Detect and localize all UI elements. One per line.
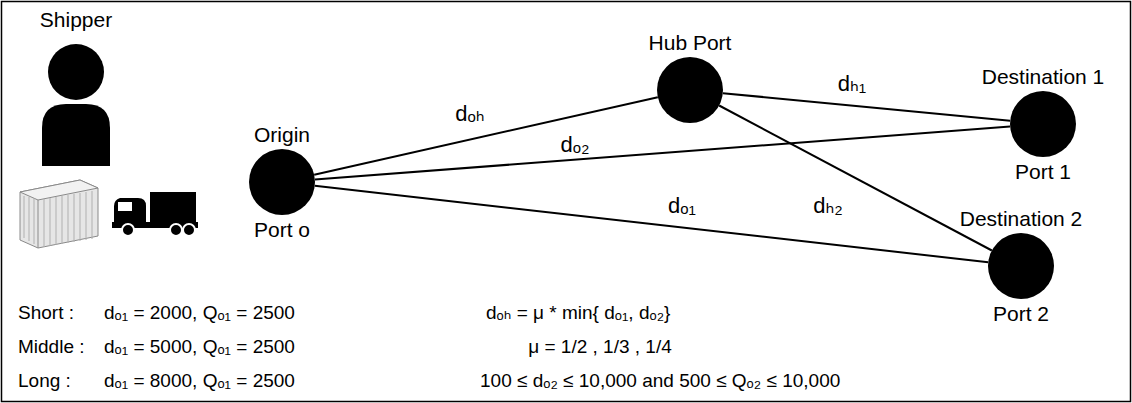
person-body — [42, 104, 110, 166]
port-title: Destination 2 — [960, 207, 1083, 230]
parameter-note: dₒ₁ = 8000, Qₒ₁ = 2500 — [104, 370, 295, 392]
port-title: Hub Port — [649, 31, 732, 54]
distance-label: dₒₕ — [453, 103, 486, 125]
port-circle: OriginPort o — [249, 149, 315, 215]
port-circle: Destination 2Port 2 — [988, 233, 1054, 299]
person-head — [48, 44, 104, 100]
route-stroke — [719, 105, 992, 250]
route-stroke — [314, 97, 658, 174]
port-name: Port o — [254, 218, 310, 241]
route-line — [315, 186, 988, 263]
port-circle: Hub Port — [657, 57, 723, 123]
port-name: Port 2 — [993, 302, 1049, 325]
actor-label: Shipper — [40, 8, 112, 32]
parameter-note: Long : — [18, 370, 71, 392]
parameter-note: Middle : — [18, 336, 85, 358]
route-line — [719, 105, 992, 250]
container-icon — [20, 180, 98, 248]
route-line — [315, 127, 1010, 180]
route-stroke — [723, 93, 1010, 121]
port-title: Origin — [254, 123, 310, 146]
parameter-note: 100 ≤ dₒ₂ ≤ 10,000 and 500 ≤ Qₒ₂ ≤ 10,00… — [480, 370, 840, 392]
parameter-note: dₒₕ = μ * min{ dₒ₁, dₒ₂} — [486, 302, 670, 324]
parameter-note: dₒ₁ = 5000, Qₒ₁ = 2500 — [104, 336, 295, 358]
route-line — [314, 97, 658, 174]
route-stroke — [315, 186, 988, 263]
parameter-note: μ = 1/2 , 1/3 , 1/4 — [528, 336, 672, 358]
truck-icon — [112, 192, 198, 236]
route-stroke — [315, 127, 1010, 180]
parameter-note: dₒ₁ = 2000, Qₒ₁ = 2500 — [104, 302, 295, 324]
port-circle: Destination 1Port 1 — [1010, 91, 1076, 157]
port-name: Port 1 — [1015, 160, 1071, 183]
distance-label: dₒ₁ — [666, 195, 698, 217]
distance-label: dₕ₂ — [811, 195, 845, 217]
distance-label: dₕ₁ — [836, 73, 869, 95]
port-title: Destination 1 — [982, 65, 1105, 88]
parameter-note: Short : — [18, 302, 74, 324]
distance-label: dₒ₂ — [558, 134, 591, 156]
route-line — [723, 93, 1010, 121]
